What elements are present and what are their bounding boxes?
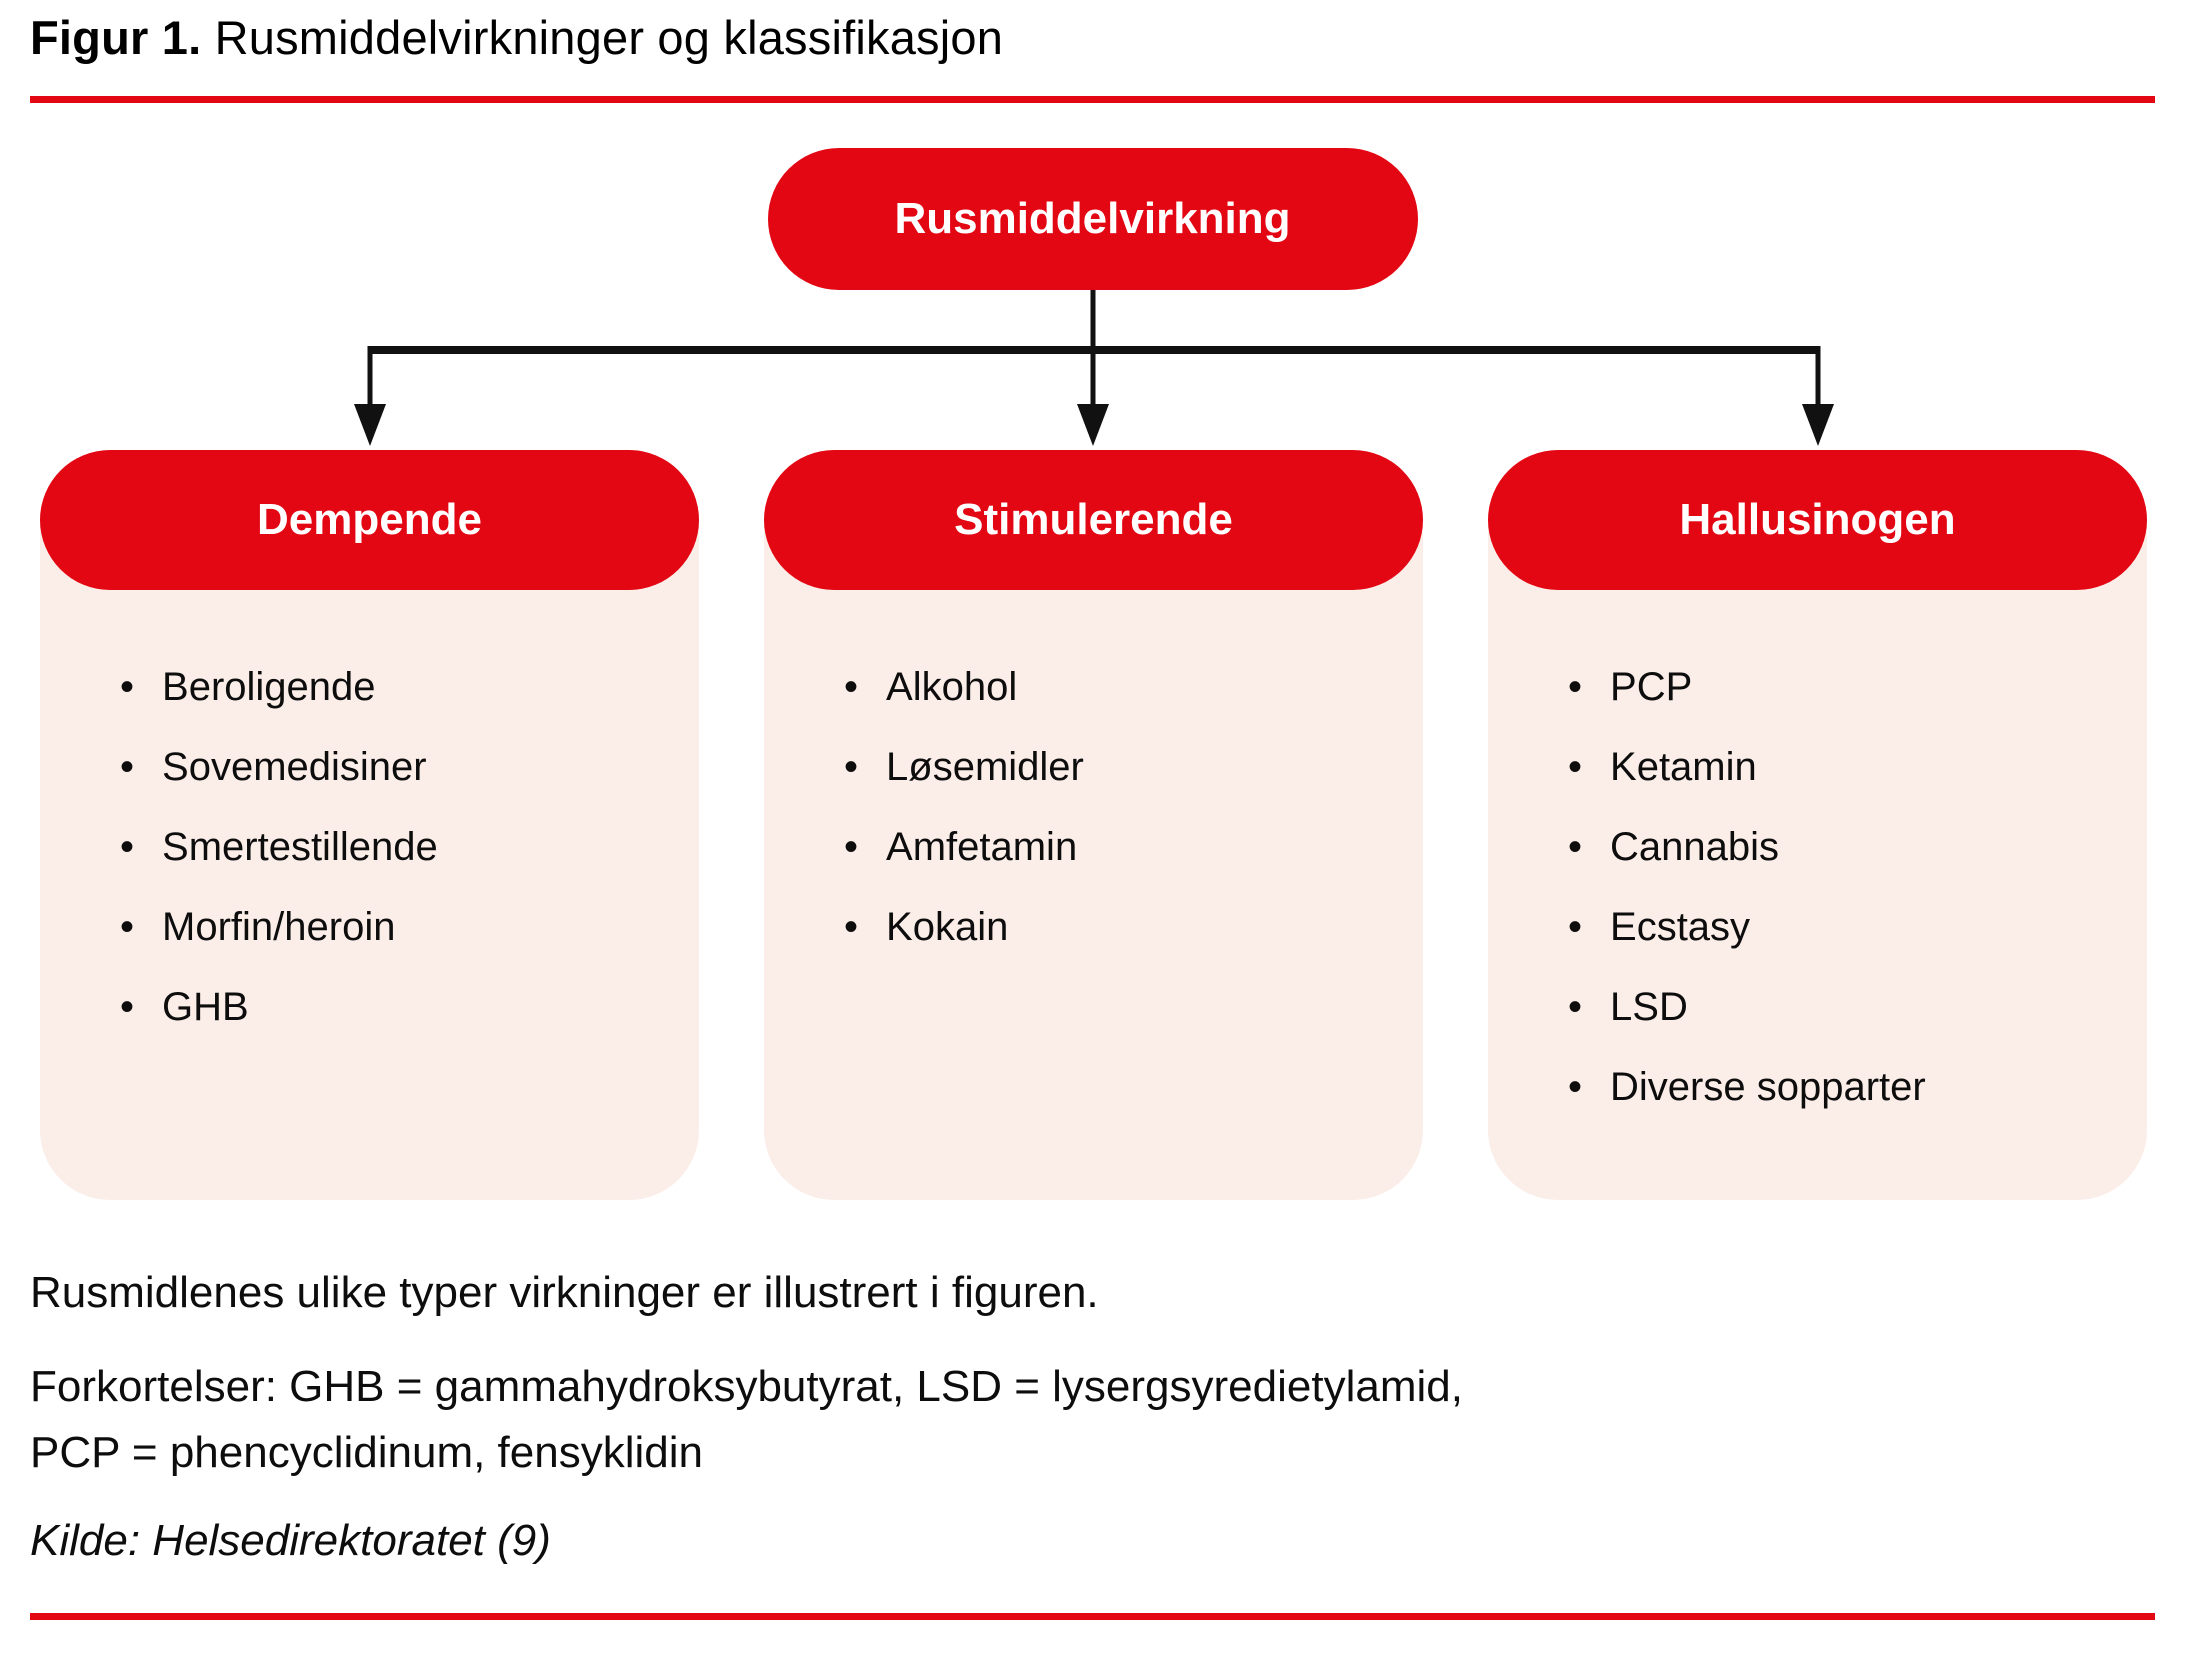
category-body-stimulerende: Alkohol Løsemidler Amfetamin Kokain — [764, 520, 1423, 1200]
category-header-label: Dempende — [257, 495, 482, 544]
category-header-stimulerende: Stimulerende — [764, 450, 1423, 590]
category-boxes-row: Dempende Beroligende Sovemedisiner Smert… — [40, 450, 2147, 1200]
list-item: PCP — [1568, 660, 2117, 714]
list-item: Cannabis — [1568, 820, 2117, 874]
figure-description: Rusmidlenes ulike typer virkninger er il… — [30, 1268, 1099, 1317]
root-node-label: Rusmiddelvirkning — [894, 194, 1291, 243]
list-item: Sovemedisiner — [120, 740, 669, 794]
list-item: Ecstasy — [1568, 900, 2117, 954]
figure-title: Figur 1. Rusmiddelvirkninger og klassifi… — [30, 10, 1003, 65]
abbreviations-note: Forkortelser: GHB = gammahydroksybutyrat… — [30, 1362, 1463, 1477]
list-item: Ketamin — [1568, 740, 2117, 794]
list-item: GHB — [120, 980, 669, 1034]
list-item: Amfetamin — [844, 820, 1393, 874]
list-item: Beroligende — [120, 660, 669, 714]
list-item: Smertestillende — [120, 820, 669, 874]
list-item: Alkohol — [844, 660, 1393, 714]
arrowhead-left-icon — [354, 404, 386, 446]
drug-list-stimulerende: Alkohol Løsemidler Amfetamin Kokain — [844, 660, 1393, 954]
list-item: Kokain — [844, 900, 1393, 954]
category-header-label: Hallusinogen — [1679, 495, 1956, 544]
arrowhead-center-icon — [1077, 404, 1109, 446]
connector-lines — [354, 290, 1834, 446]
category-header-dempende: Dempende — [40, 450, 699, 590]
figure-title-text: Rusmiddelvirkninger og klassifikasjon — [201, 11, 1004, 64]
list-item: Diverse sopparter — [1568, 1060, 2117, 1114]
figure-label: Figur 1. — [30, 11, 202, 64]
category-body-hallusinogen: PCP Ketamin Cannabis Ecstasy LSD Diverse… — [1488, 520, 2147, 1200]
list-item: Morfin/heroin — [120, 900, 669, 954]
category-box-dempende: Dempende Beroligende Sovemedisiner Smert… — [40, 450, 699, 1200]
category-box-stimulerende: Stimulerende Alkohol Løsemidler Amfetami… — [764, 450, 1423, 1200]
list-item: LSD — [1568, 980, 2117, 1034]
root-node-rusmiddelvirkning: Rusmiddelvirkning — [767, 148, 1418, 290]
top-red-rule — [30, 96, 2155, 103]
drug-list-hallusinogen: PCP Ketamin Cannabis Ecstasy LSD Diverse… — [1568, 660, 2117, 1114]
bottom-red-rule — [30, 1613, 2155, 1620]
category-box-hallusinogen: Hallusinogen PCP Ketamin Cannabis Ecstas… — [1488, 450, 2147, 1200]
category-body-dempende: Beroligende Sovemedisiner Smertestillend… — [40, 520, 699, 1200]
category-header-label: Stimulerende — [954, 495, 1233, 544]
drug-list-dempende: Beroligende Sovemedisiner Smertestillend… — [120, 660, 669, 1034]
list-item: Løsemidler — [844, 740, 1393, 794]
category-header-hallusinogen: Hallusinogen — [1488, 450, 2147, 590]
source-note: Kilde: Helsedirektoratet (9) — [30, 1516, 551, 1565]
arrowhead-right-icon — [1802, 404, 1834, 446]
